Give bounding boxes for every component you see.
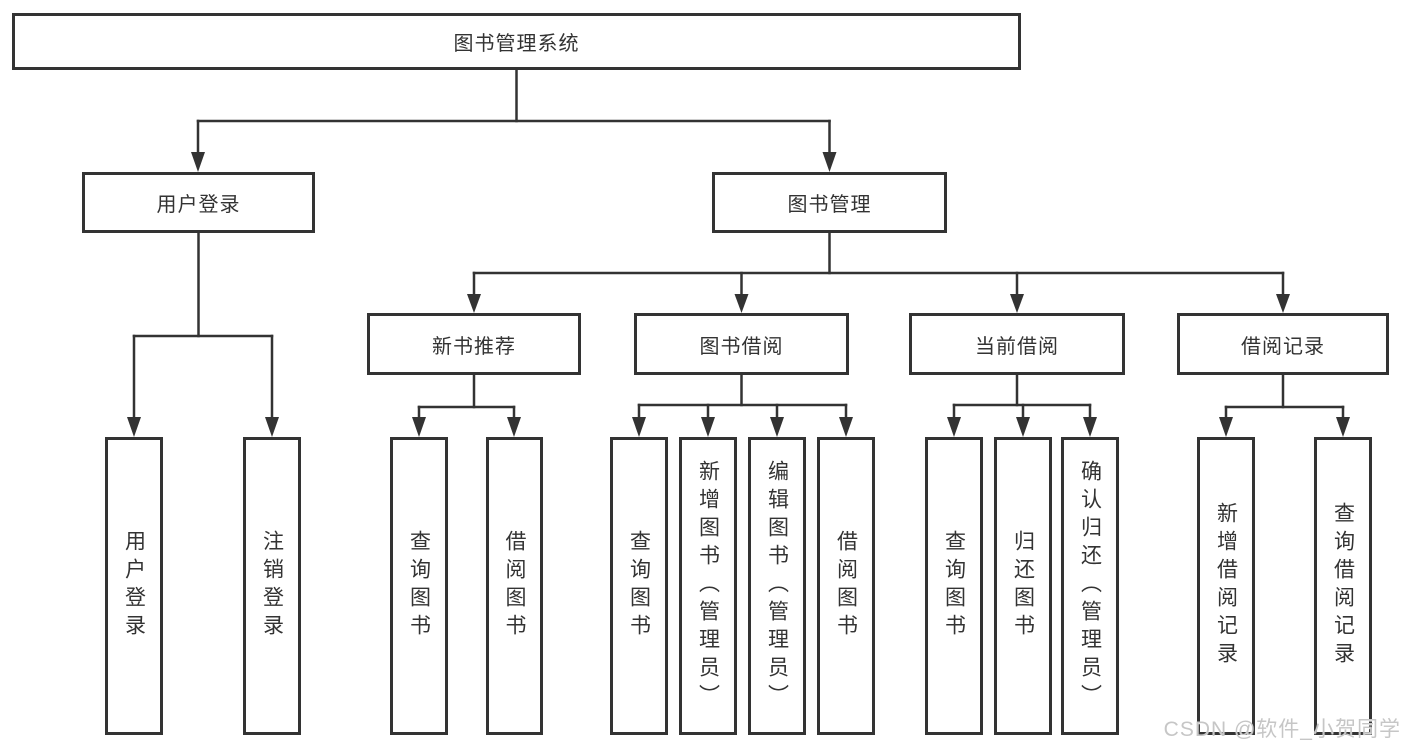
node-label: 借阅记录: [1241, 335, 1325, 358]
node-label: 查询图书: [942, 530, 966, 642]
node-label: 查询借阅记录: [1331, 502, 1355, 670]
node-book-borrow: 图书借阅: [634, 313, 849, 375]
csdn-watermark: CSDN @软件_小贺同学: [1163, 718, 1401, 741]
leaf-confirm-return-admin: 确认归还（管理员）: [1061, 437, 1119, 735]
leaf-edit-book-admin: 编辑图书（管理员）: [748, 437, 806, 735]
leaf-user-login: 用户登录: [105, 437, 163, 735]
leaf-query-books-borrow: 查询图书: [610, 437, 668, 735]
node-book-management-branch: 图书管理: [712, 172, 947, 233]
node-label: 查询图书: [407, 530, 431, 642]
leaf-borrow-book: 借阅图书: [817, 437, 875, 735]
node-user-login-branch: 用户登录: [82, 172, 315, 233]
node-label: 图书管理系统: [453, 33, 580, 55]
node-current-borrow: 当前借阅: [909, 313, 1125, 375]
node-label: 借阅图书: [503, 530, 526, 642]
node-label: 新增借阅记录: [1214, 502, 1238, 670]
leaf-borrow-books-recommend: 借阅图书: [486, 437, 543, 735]
arrowheads: [127, 152, 1350, 437]
node-label: 注销登录: [260, 530, 284, 642]
node-label: 用户登录: [122, 530, 146, 642]
leaf-add-borrow-record: 新增借阅记录: [1197, 437, 1255, 735]
leaf-query-borrow-record: 查询借阅记录: [1314, 437, 1372, 735]
leaf-return-book: 归还图书: [994, 437, 1052, 735]
node-label: 查询图书: [627, 530, 651, 642]
node-label: 图书管理: [787, 194, 872, 216]
node-borrow-record: 借阅记录: [1177, 313, 1389, 375]
leaf-logout: 注销登录: [243, 437, 301, 735]
node-label: 借阅图书: [834, 530, 858, 642]
node-label: 归还图书: [1011, 530, 1035, 642]
node-label: 编辑图书（管理员）: [765, 460, 789, 712]
node-label: 图书借阅: [699, 335, 784, 358]
leaf-query-books-current: 查询图书: [925, 437, 983, 735]
node-label: 当前借阅: [975, 335, 1059, 358]
node-label: 用户登录: [156, 194, 241, 216]
node-label: 新书推荐: [432, 335, 516, 358]
leaf-query-books-recommend: 查询图书: [390, 437, 448, 735]
node-label: 新增图书（管理员）: [696, 460, 720, 712]
node-label: 确认归还（管理员）: [1078, 460, 1102, 712]
node-new-book-recommend: 新书推荐: [367, 313, 581, 375]
node-root-library-management-system: 图书管理系统: [12, 13, 1021, 70]
leaf-add-book-admin: 新增图书（管理员）: [679, 437, 737, 735]
